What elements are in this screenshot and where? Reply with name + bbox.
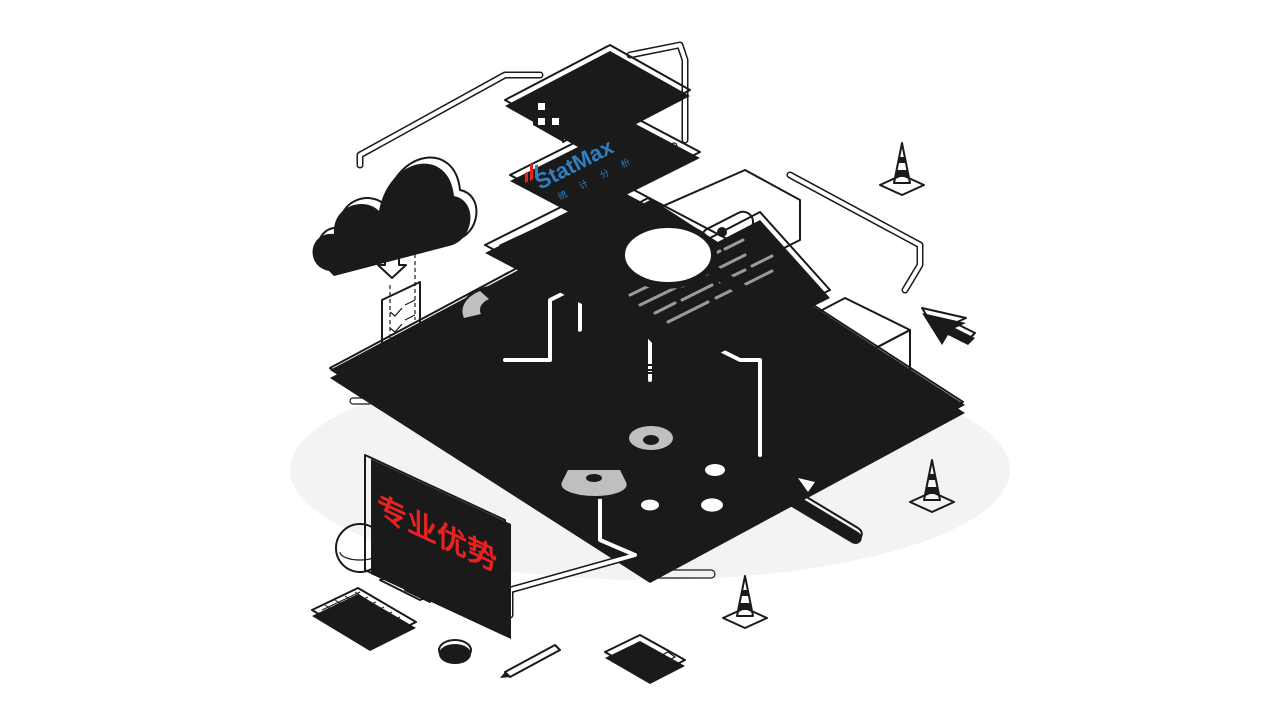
gears-icon [617,447,753,529]
rubik-cube-icon [532,77,594,143]
pencil-icon [500,644,561,678]
cloud-sync-icon [312,156,478,340]
base-toggle [552,362,605,402]
globe-ball [335,523,385,573]
donut-chart-icon [461,285,539,342]
keyboard-icon [311,587,417,651]
mouse-icon [438,639,472,664]
toggle-switch [622,81,670,117]
desktop-monitor: 专业优势 [364,454,511,639]
conveyor-belt [381,327,576,442]
package-box-icon [764,297,911,436]
erlenmeyer-flask-icon [560,413,629,499]
wrench-icon [765,472,863,544]
top-card [504,44,691,151]
traffic-cone-icon [722,142,955,629]
cursor-arrow-icon [921,307,976,345]
flask-icon [622,364,681,453]
brand-card: StatMax 统 计 分 析 [509,114,701,218]
calculator-icon [604,634,686,684]
brand-bars-icon [525,163,538,183]
chip-icon [545,220,612,258]
magnifier-icon [619,222,771,311]
valve-block [564,327,616,366]
checklist-panel [381,281,421,353]
